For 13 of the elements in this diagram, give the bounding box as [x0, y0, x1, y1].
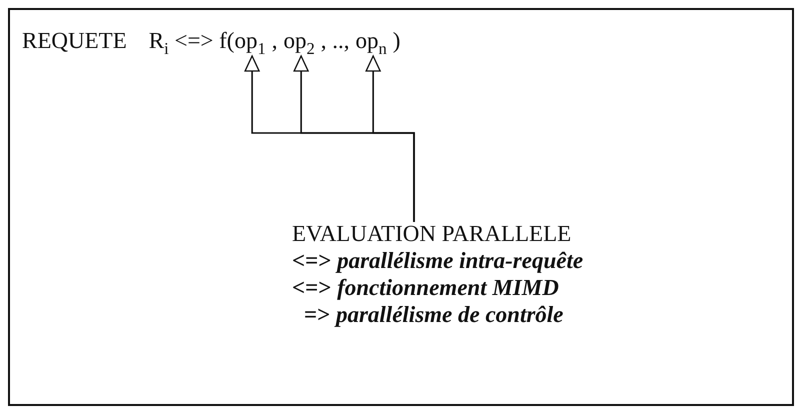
- evaluation-note: <=> fonctionnement MIMD: [292, 274, 560, 301]
- arrow: [366, 55, 415, 222]
- operand-text: op$_{n}$: [356, 28, 387, 54]
- evaluation-note: => parallélisme de contrôle: [303, 301, 564, 328]
- operand-text: op$_{2}$: [283, 28, 315, 54]
- formula-text: ,: [272, 28, 278, 54]
- operand-text: op$_{1}$: [234, 28, 266, 54]
- evaluation-note: <=> parallélisme intra-requête: [292, 247, 584, 274]
- formula-text: R$_{i}$ <=> f(: [148, 28, 234, 54]
- evaluation-heading: EVALUATION PARALLELE: [292, 220, 572, 247]
- formula-text: REQUETE: [22, 28, 127, 54]
- formula-text: , ..,: [320, 28, 350, 54]
- formula-text: ): [392, 28, 400, 54]
